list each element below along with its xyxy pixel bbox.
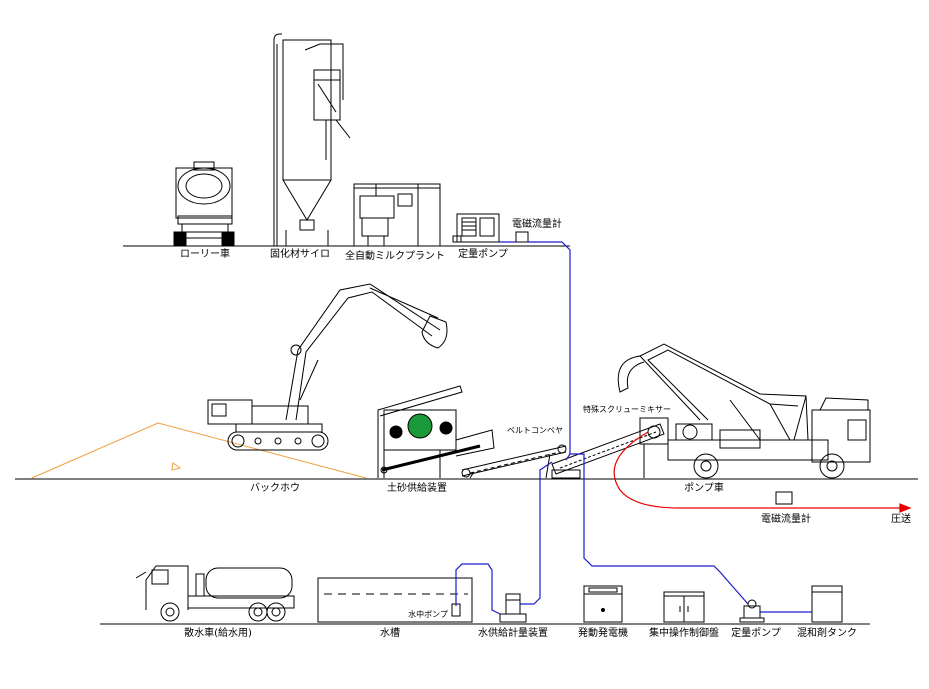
- dosing-pump-top-icon: [452, 213, 500, 243]
- water-pipe-lines: [455, 241, 812, 615]
- slurry-pipe-line: [613, 431, 912, 513]
- screw-mixer-icon: [551, 417, 669, 479]
- pump-truck-icon: [617, 343, 871, 479]
- label-water-truck: 散水車(給水用): [184, 628, 252, 639]
- water-truck-icon: [135, 565, 295, 622]
- label-screw-mixer: 特殊スクリューミキサー: [583, 405, 671, 414]
- label-submersible-pump: 水中ポンプ: [408, 610, 448, 619]
- label-backhoe: バックホウ: [250, 483, 300, 494]
- backhoe-icon: [207, 283, 448, 451]
- milk-plant-icon: [353, 183, 441, 247]
- admixture-tank-icon: [811, 585, 843, 623]
- label-pump-truck: ポンプ車: [684, 483, 724, 494]
- label-flowmeter-top: 電磁流量計: [512, 219, 562, 230]
- label-dosing-pump-bottom: 定量ポンプ: [731, 628, 781, 639]
- label-silo: 固化材サイロ: [270, 249, 330, 260]
- flowmeter-mid-icon: [775, 491, 793, 505]
- lorry-truck-icon: [173, 161, 235, 247]
- soil-pile-icon: [31, 422, 367, 479]
- water-tank-icon: [317, 577, 473, 623]
- label-admixture-tank: 混和剤タンク: [797, 628, 857, 639]
- label-dosing-pump-top: 定量ポンプ: [458, 249, 508, 260]
- label-water-tank: 水槽: [380, 628, 400, 639]
- flowmeter-top-icon: [515, 231, 529, 243]
- label-flowmeter-mid: 電磁流量計: [761, 514, 811, 525]
- control-panel-icon: [663, 591, 705, 623]
- silo-icon: [273, 33, 351, 246]
- label-milk-plant: 全自動ミルクプラント: [345, 251, 445, 262]
- generator-icon: [583, 585, 623, 623]
- label-pressure-feed: 圧送: [891, 514, 911, 525]
- dosing-pump-bottom-icon: [739, 599, 765, 623]
- water-meter-icon: [499, 593, 527, 623]
- label-control-panel: 集中操作制御盤: [649, 628, 719, 639]
- label-lorry: ローリー車: [180, 249, 230, 260]
- label-water-meter: 水供給計量装置: [478, 628, 548, 639]
- label-soil-feeder: 土砂供給装置: [387, 483, 447, 494]
- label-generator: 発動発電機: [578, 628, 628, 639]
- label-belt-conveyor: ベルトコンベヤ: [507, 426, 563, 435]
- belt-conveyor-icon: [461, 444, 567, 479]
- soil-feeder-icon: [377, 385, 495, 478]
